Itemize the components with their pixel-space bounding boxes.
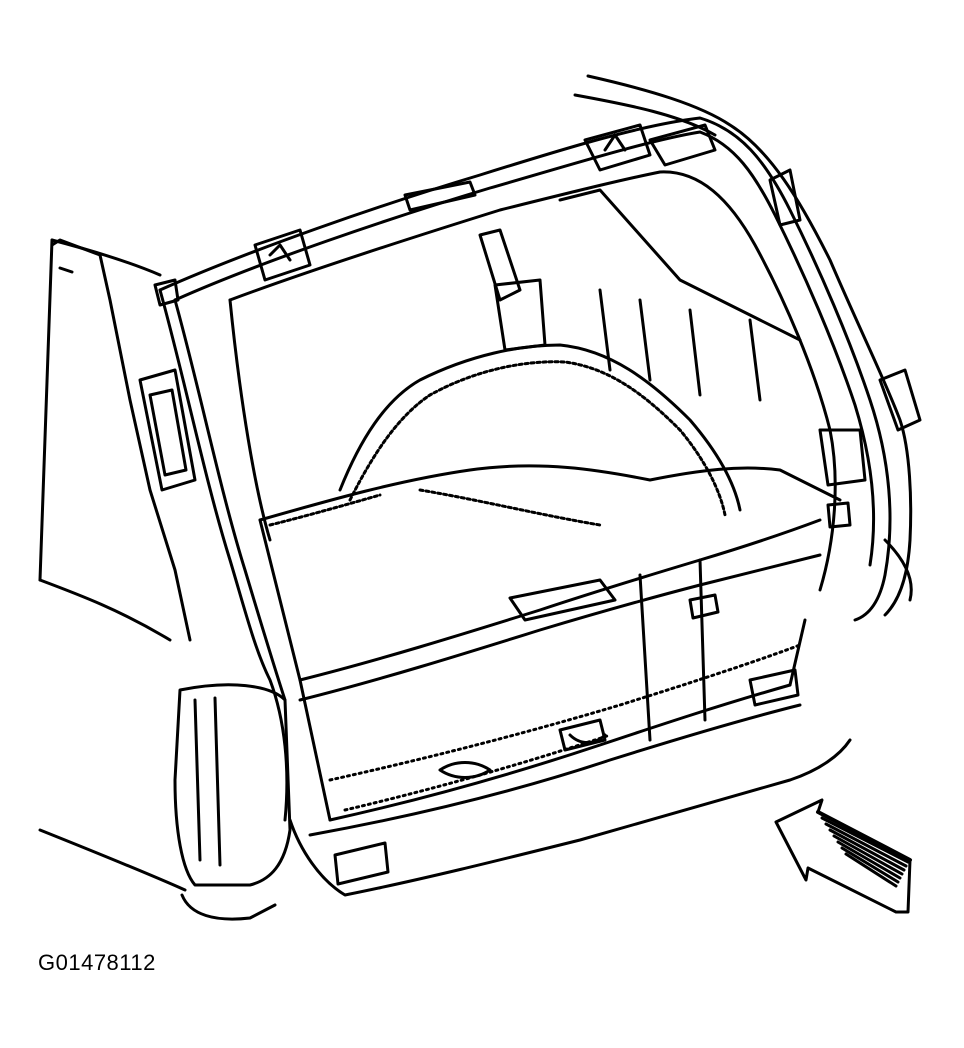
right-body-side [768, 168, 922, 602]
liftgate-opening-frame [158, 116, 892, 822]
cargo-latch [508, 578, 720, 622]
interior-side-trim [478, 188, 867, 529]
view-direction-arrow-icon [774, 798, 912, 914]
figure-id-label: G01478112 [38, 950, 156, 975]
header-clips [153, 123, 717, 307]
left-pillar [50, 238, 197, 642]
lower-body-left [38, 828, 187, 892]
cargo-tub-curve [268, 343, 742, 527]
cargo-floor [258, 464, 842, 837]
rear-bumper [288, 668, 852, 897]
left-tail-lamp [173, 683, 292, 921]
carpet-edges [328, 643, 802, 812]
roof-outline [38, 74, 913, 642]
